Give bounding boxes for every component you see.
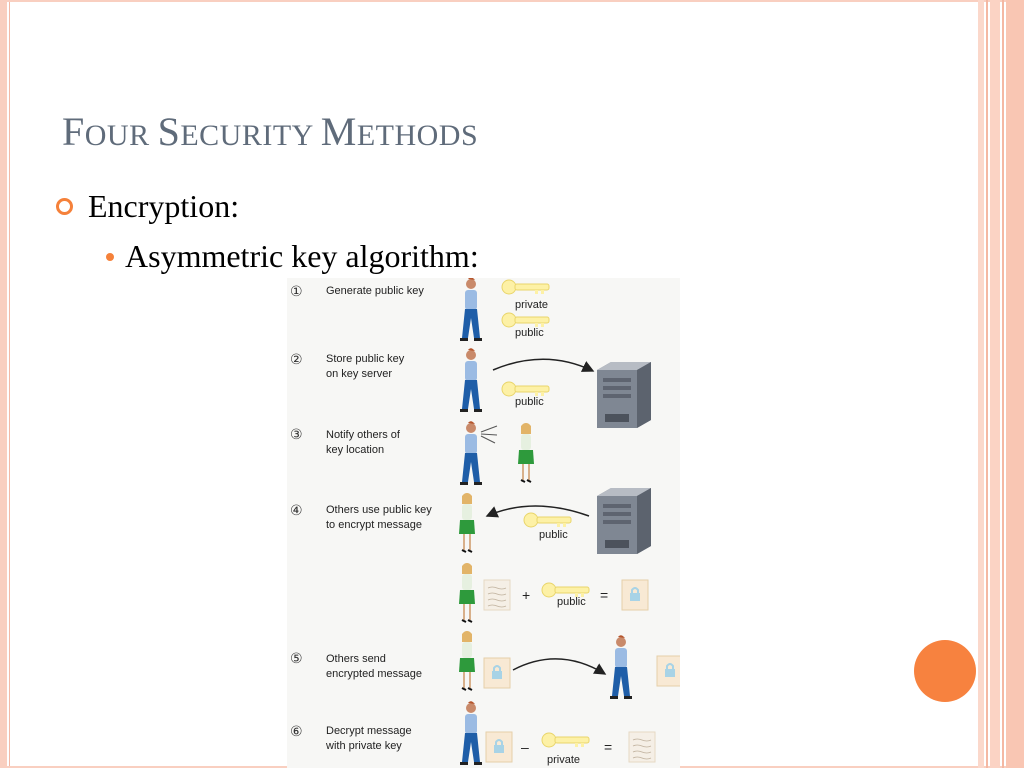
step-4-label-line1: Others use public key (326, 504, 432, 516)
key-label-public-1: public (515, 327, 544, 339)
step-1-number: ① (290, 283, 303, 299)
person-recipient-icon (517, 422, 535, 483)
key-label-private-2: private (547, 754, 580, 766)
bullet-encryption: Encryption: (56, 188, 239, 225)
public-key-icon (501, 312, 550, 328)
person-recipient-icon (458, 630, 476, 691)
public-key-icon (541, 582, 590, 598)
arrow-send-icon (512, 658, 607, 675)
step-6-number: ⑥ (290, 723, 303, 739)
step-2-number: ② (290, 351, 303, 367)
operator-equals-1: = (600, 587, 608, 603)
person-sender-icon (460, 421, 482, 485)
step-5-label-line1: Others send (326, 653, 386, 665)
key-server-icon (597, 488, 651, 554)
person-sender-icon (460, 278, 482, 341)
step-3-label-line1: Notify others of (326, 429, 401, 441)
step-4-label-line2: to encrypt message (326, 519, 422, 531)
speech-lines-icon (480, 425, 498, 444)
decrypted-message-icon (628, 731, 656, 763)
arrow-to-server-icon (492, 358, 595, 372)
left-frame-stripe (0, 0, 7, 768)
encrypted-message-icon (656, 655, 680, 687)
encrypted-message-icon (485, 731, 513, 763)
step-6-label-line1: Decrypt message (326, 725, 412, 737)
step-2-label-line1: Store public key (326, 353, 405, 365)
person-recipient-icon (458, 492, 476, 553)
private-key-icon (501, 279, 550, 295)
key-server-icon (597, 362, 651, 428)
step-1-label-line1: Generate public key (326, 285, 424, 297)
right-frame-stripes (978, 0, 1024, 768)
private-key-icon (541, 732, 590, 748)
bullet-asymmetric: Asymmetric key algorithm: (106, 238, 479, 275)
person-sender-icon (610, 635, 632, 699)
left-frame-line (9, 0, 10, 768)
step-4-number: ④ (290, 502, 303, 518)
slide-title: FOUR SECURITY METHODS (62, 109, 479, 154)
bullet-encryption-text: Encryption: (88, 188, 240, 224)
encrypted-message-icon (483, 657, 511, 689)
key-label-public-2: public (515, 396, 544, 408)
step-6-label-line2: with private key (325, 740, 402, 752)
public-key-icon (501, 381, 550, 397)
operator-minus: – (521, 739, 529, 755)
operator-plus: + (522, 587, 530, 603)
encrypted-message-icon (621, 579, 649, 611)
public-key-icon (523, 512, 572, 528)
key-label-public-3: public (539, 529, 568, 541)
step-5-label-line2: encrypted message (326, 668, 422, 680)
step-5-number: ⑤ (290, 650, 303, 666)
bullet-asymmetric-text: Asymmetric key algorithm: (125, 238, 479, 274)
arrow-from-server-icon (485, 505, 590, 518)
step-3-number: ③ (290, 426, 303, 442)
ring-bullet-icon (56, 198, 73, 215)
step-3-label-line2: key location (326, 444, 384, 456)
person-recipient-icon (458, 562, 476, 623)
person-sender-icon (460, 348, 482, 412)
key-label-public-4: public (557, 596, 586, 608)
step-2-label-line2: on key server (326, 368, 392, 380)
decorative-orange-circle (914, 640, 976, 702)
operator-equals-2: = (604, 739, 612, 755)
asymmetric-key-diagram: ① Generate public key private public ② S… (287, 278, 680, 768)
key-label-private-1: private (515, 299, 548, 311)
plain-message-icon (483, 579, 511, 611)
top-frame-line (0, 0, 1024, 2)
person-sender-icon (460, 701, 482, 765)
dot-bullet-icon (106, 252, 114, 261)
